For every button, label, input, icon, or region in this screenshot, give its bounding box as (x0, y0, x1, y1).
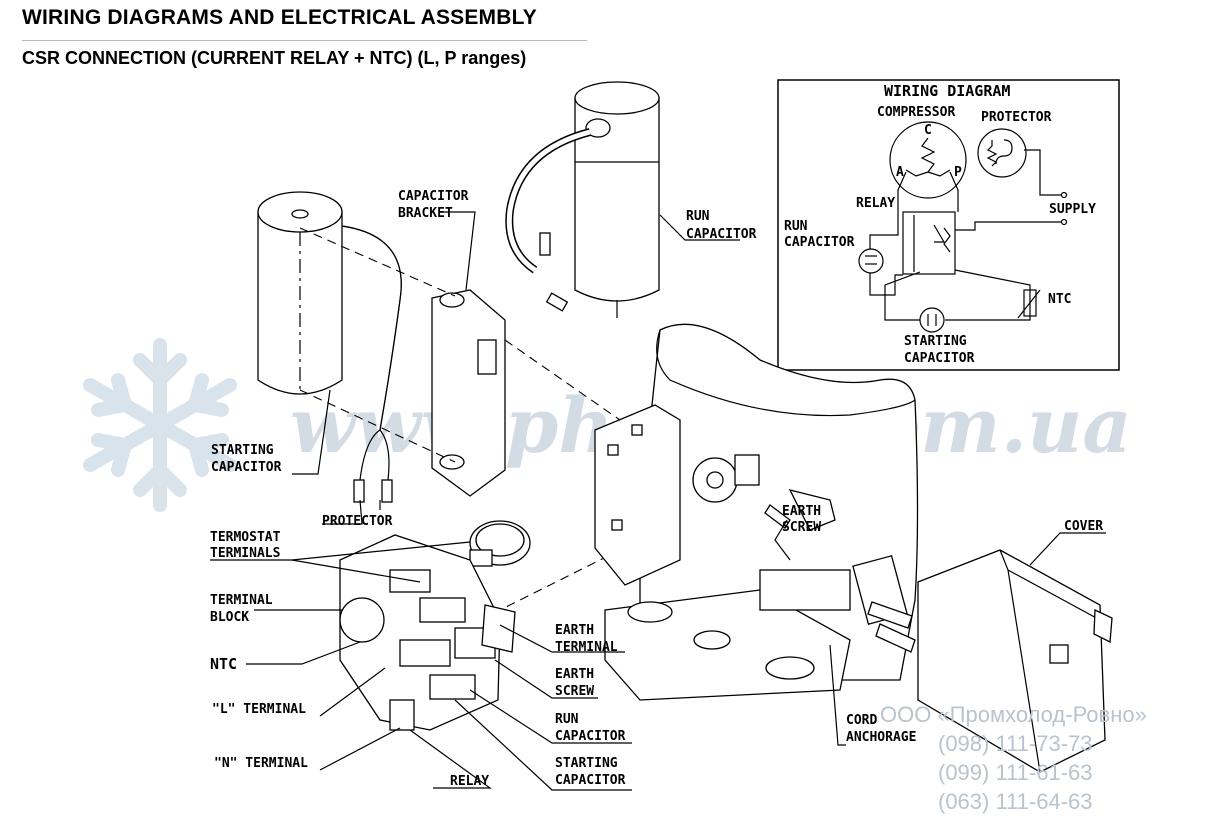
label-starting-capacitor-left-2: CAPACITOR (211, 460, 282, 475)
page-title: WIRING DIAGRAMS AND ELECTRICAL ASSEMBLY (22, 6, 537, 29)
label-earth-screw-right-2: SCREW (782, 520, 821, 535)
wd-p-label: P (954, 165, 962, 180)
label-capacitor-bracket-1: CAPACITOR (398, 189, 469, 204)
label-earth-screw-low-2: SCREW (555, 684, 594, 699)
company-phone-1: (098) 111-73-73 (938, 731, 1093, 756)
label-n-terminal: "N" TERMINAL (214, 756, 308, 771)
starting-capacitor-part (257, 191, 402, 503)
title-divider (22, 40, 587, 41)
terminal-block-assembly (339, 534, 516, 731)
cover-part (917, 549, 1113, 773)
label-run-capacitor-low-1: RUN (555, 712, 579, 727)
earth-screw-part (764, 504, 916, 653)
label-cord-anchorage-2: ANCHORAGE (846, 730, 916, 745)
label-cover: COVER (1064, 519, 1103, 534)
wd-c-label: C (924, 123, 932, 138)
label-earth-terminal-2: TERMINAL (555, 640, 618, 655)
run-capacitor-part (505, 81, 660, 318)
snowflake-watermark-icon (83, 338, 237, 512)
label-starting-capacitor-low-2: CAPACITOR (555, 773, 626, 788)
wd-relay-symbol (902, 211, 956, 275)
wd-starting-capacitor-symbol (919, 307, 945, 333)
wd-ntc-label: NTC (1048, 292, 1071, 307)
label-terminal-block-2: BLOCK (210, 610, 249, 625)
company-phone-2: (099) 111-61-63 (938, 760, 1093, 785)
wd-protector-label: PROTECTOR (981, 110, 1052, 125)
protector-part (469, 520, 531, 567)
wiring-diagram-box (777, 79, 1120, 371)
label-starting-capacitor-left-1: STARTING (211, 443, 274, 458)
assembly-guide-lines (299, 227, 641, 621)
wd-ntc-symbol (1017, 289, 1041, 319)
label-starting-capacitor-low-1: STARTING (555, 756, 618, 771)
wd-starting-label: STARTING (904, 334, 967, 349)
wd-capacitor-label: CAPACITOR (784, 235, 855, 250)
label-protector: PROTECTOR (322, 514, 393, 529)
wd-relay-label: RELAY (856, 196, 895, 211)
wd-run-capacitor-symbol (858, 248, 884, 274)
label-earth-screw-low-1: EARTH (555, 667, 594, 682)
wd-run-label: RUN (784, 219, 808, 234)
company-contact-watermark: ООО «Промхолод-Ровно» (098) 111-73-73 (0… (880, 700, 1147, 816)
label-l-terminal: "L" TERMINAL (212, 702, 306, 717)
label-earth-terminal-1: EARTH (555, 623, 594, 638)
wd-protector-symbol (977, 128, 1027, 178)
wd-a-label: A (896, 165, 904, 180)
label-termostat-terminals-2: TERMINALS (210, 546, 281, 561)
label-relay: RELAY (450, 774, 489, 789)
label-termostat-terminals-1: TERMOSTAT (210, 530, 281, 545)
mounting-plate-part (594, 404, 681, 586)
label-capacitor-bracket-2: BRACKET (398, 206, 453, 221)
wd-compressor-symbol (889, 121, 967, 199)
label-run-capacitor-low-2: CAPACITOR (555, 729, 626, 744)
company-phone-3: (063) 111-64-63 (938, 789, 1093, 814)
label-earth-screw-right-1: EARTH (782, 504, 821, 519)
company-name: ООО «Промхолод-Ровно» (880, 702, 1147, 727)
label-run-capacitor-top-1: RUN (686, 209, 710, 224)
wd-compressor-label: COMPRESSOR (877, 105, 955, 120)
label-ntc: NTC (210, 655, 237, 673)
wd-starting-capacitor-label: CAPACITOR (904, 351, 975, 366)
label-terminal-block-1: TERMINAL (210, 593, 273, 608)
label-run-capacitor-top-2: CAPACITOR (686, 227, 757, 242)
capacitor-bracket-part (431, 289, 506, 497)
leader-lines (210, 211, 1106, 791)
page-subtitle: CSR CONNECTION (CURRENT RELAY + NTC) (L,… (22, 48, 527, 68)
wiring-diagram-title: WIRING DIAGRAM (884, 82, 1010, 100)
label-cord-anchorage-1: CORD (846, 713, 877, 728)
wd-supply-label: SUPPLY (1049, 202, 1096, 217)
